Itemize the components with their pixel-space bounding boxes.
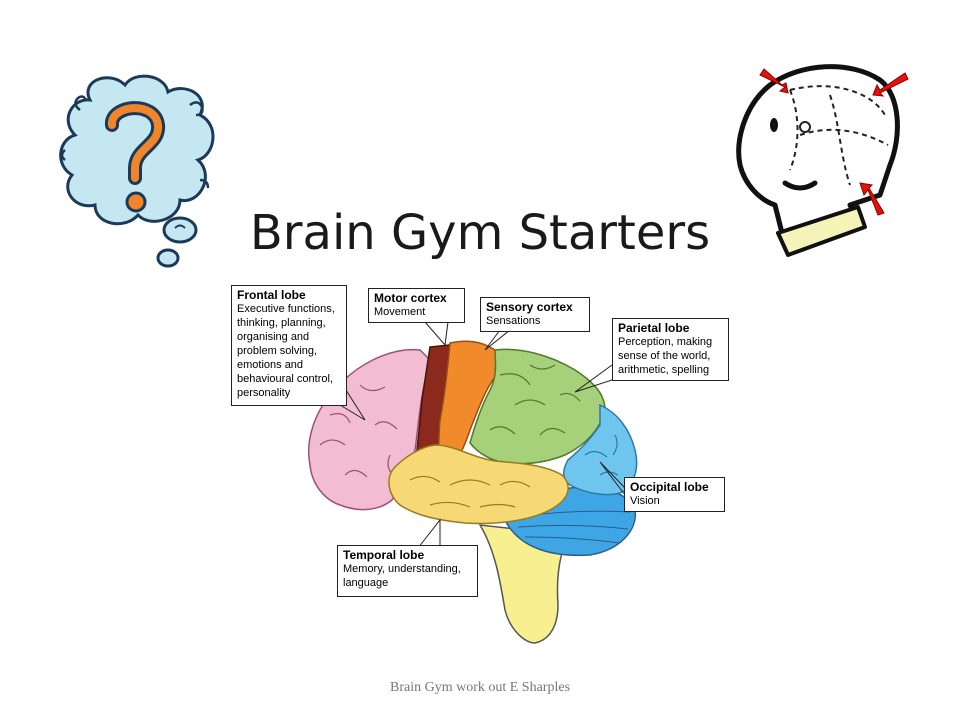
label-title: Motor cortex	[374, 291, 447, 305]
label-motor-cortex: Motor cortex Movement	[368, 288, 465, 323]
slide-title: Brain Gym Starters	[249, 205, 711, 261]
label-title: Frontal lobe	[237, 288, 306, 302]
label-frontal-lobe: Frontal lobe Executive functions, thinki…	[231, 285, 347, 406]
label-description: Vision	[630, 495, 660, 507]
brainstem-icon	[478, 524, 572, 644]
occipital-lobe-icon	[563, 403, 638, 496]
parietal-lobe-icon	[469, 348, 606, 465]
label-title: Occipital lobe	[630, 480, 709, 494]
slide-footer: Brain Gym work out E Sharples	[389, 680, 571, 695]
label-description: Sensations	[486, 315, 541, 327]
label-title: Temporal lobe	[343, 548, 425, 562]
question-cloud-clipart	[59, 74, 215, 268]
arrow-icon	[759, 68, 909, 216]
label-temporal-lobe: Temporal lobe Memory, understanding, lan…	[337, 545, 478, 597]
label-sensory-cortex: Sensory cortex Sensations	[480, 297, 590, 332]
head-clipart	[736, 64, 909, 257]
label-occipital-lobe: Occipital lobe Vision	[624, 477, 725, 512]
label-description: Executive functions, thinking, planning,…	[237, 303, 335, 399]
label-title: Sensory cortex	[486, 300, 573, 314]
label-description: Movement	[374, 306, 426, 318]
label-title: Parietal lobe	[618, 321, 690, 335]
smile-icon	[782, 180, 818, 191]
head-outline-icon	[736, 64, 900, 248]
label-description: Perception, making sense of the world, a…	[618, 336, 713, 376]
label-description: Memory, understanding, language	[343, 563, 461, 589]
label-parietal-lobe: Parietal lobe Perception, making sense o…	[612, 318, 729, 381]
collar-icon	[776, 205, 867, 257]
